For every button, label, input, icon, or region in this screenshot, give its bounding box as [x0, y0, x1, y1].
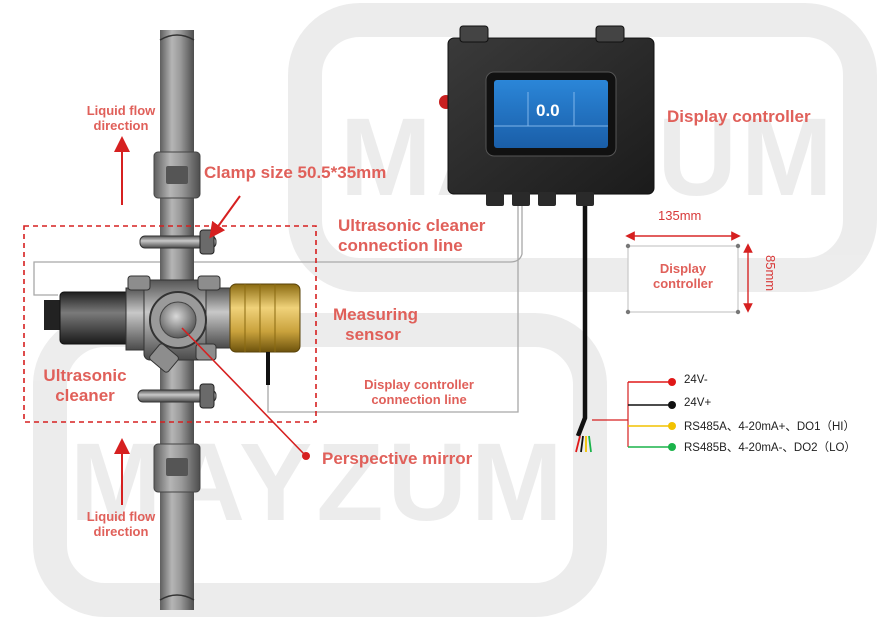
display-controller-enclosure [439, 25, 655, 206]
label-flow-bottom: Liquid flow direction [86, 509, 156, 539]
label-measuring-sensor: Measuring sensor [333, 305, 419, 344]
label-perspective-mirror: Perspective mirror [322, 449, 473, 468]
label-flow-top: Liquid flow direction [86, 103, 156, 133]
wire-trunk [592, 382, 629, 447]
dimension-width: 135mm [658, 208, 702, 223]
wire-dot-2 [668, 401, 676, 409]
perspective-mirror-callout [181, 327, 310, 460]
dimension-box-label: Display controller [653, 261, 713, 291]
screen-reading: 0.0 [536, 101, 560, 120]
wire-legend-lines [592, 378, 676, 451]
wire-dot-1 [668, 378, 676, 386]
wire-label-2: 24V+ [684, 397, 712, 409]
label-cleaner-line: Ultrasonic cleaner connection line [338, 216, 486, 255]
label-ultrasonic-cleaner: Ultrasonic cleaner [43, 366, 127, 405]
label-display-controller: Display controller [667, 107, 811, 126]
wire-dot-4 [668, 443, 676, 451]
wire-label-4: RS485B、4-20mA-、DO2（LO） [684, 442, 856, 454]
flow-arrows [114, 136, 241, 505]
wire-dot-3 [668, 422, 676, 430]
dimension-height: 85mm [763, 255, 778, 292]
dimension-drawing [625, 231, 753, 315]
main-cable [575, 206, 592, 453]
wire-label-1: 24V- [684, 374, 708, 386]
sensor-body [44, 275, 301, 385]
svg-text:MAYZUM: MAYZUM [70, 421, 567, 544]
sensor-dashed-box [23, 225, 317, 423]
label-clamp-size: Clamp size 50.5*35mm [204, 163, 387, 182]
wire-label-3: RS485A、4-20mA+、DO1（HI） [684, 421, 855, 433]
label-display-line: Display controller connection line [364, 377, 474, 407]
